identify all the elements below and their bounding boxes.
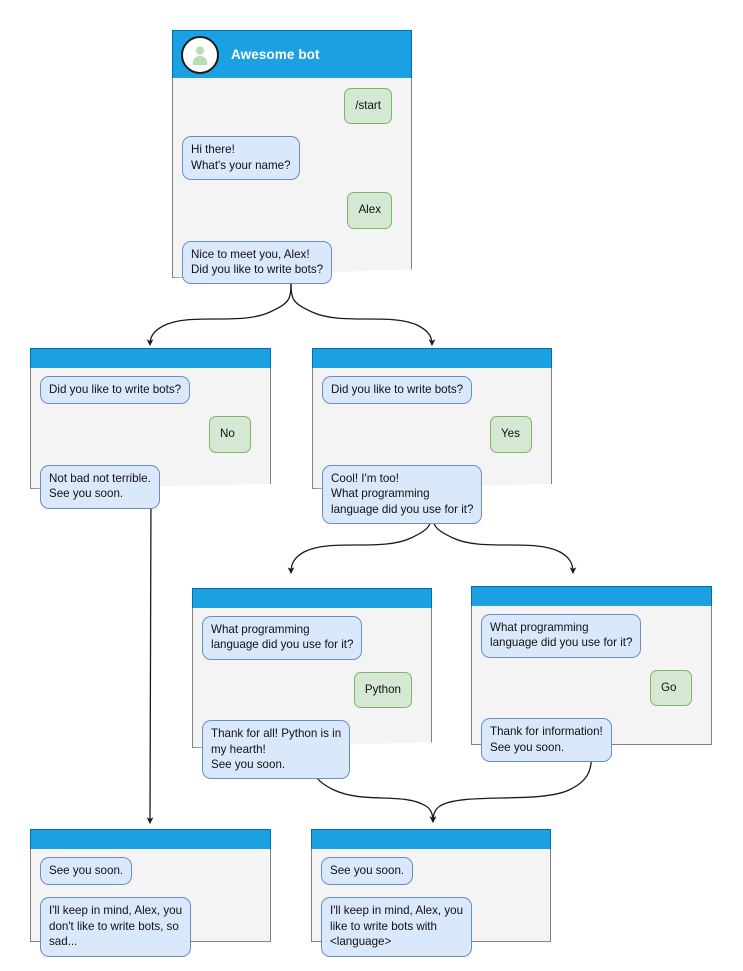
chat-node-root[interactable]: Awesome bot /start Hi there! What's your… (172, 30, 412, 285)
message-row: /start (182, 88, 402, 125)
user-message-bubble: /start (344, 88, 392, 125)
message-row: Cool! I'm too! What programming language… (322, 464, 542, 525)
node-content: Awesome bot /start Hi there! What's your… (172, 30, 412, 285)
message-row: I'll keep in mind, Alex, you like to wri… (321, 897, 541, 957)
message-row: See you soon. (40, 857, 261, 886)
edge-root-to-yes (290, 276, 436, 347)
user-message-bubble: No (209, 416, 251, 453)
chat-body: See you soon. I'll keep in mind, Alex, y… (311, 849, 551, 957)
prompt-message-bubble: Did you like to write bots? (322, 376, 473, 405)
user-avatar-icon (181, 35, 219, 74)
node-header-bar (30, 829, 271, 849)
user-message-bubble: Yes (490, 416, 532, 453)
user-message-bubble: Go (650, 669, 692, 707)
node-content: Did you like to write bots? Yes Cool! I'… (312, 348, 552, 525)
chat-node-end-no[interactable]: See you soon. I'll keep in mind, Alex, y… (30, 829, 271, 957)
bot-message-bubble: Nice to meet you, Alex! Did you like to … (182, 240, 333, 285)
node-header-bar (311, 829, 551, 849)
chat-body: /start Hi there! What's your name? Alex … (172, 78, 412, 285)
bot-message-bubble: Hi there! What's your name? (182, 136, 300, 181)
node-content: What programming language did you use fo… (471, 586, 712, 763)
chat-node-go-branch[interactable]: What programming language did you use fo… (471, 586, 712, 763)
node-header-bar (312, 348, 552, 368)
edge-root-to-no (146, 276, 292, 347)
message-row: Alex (182, 192, 402, 229)
node-content: See you soon. I'll keep in mind, Alex, y… (30, 829, 271, 957)
chat-node-no-branch[interactable]: Did you like to write bots? No Not bad n… (30, 348, 271, 509)
bot-message-bubble: I'll keep in mind, Alex, you like to wri… (321, 897, 473, 957)
prompt-message-bubble: See you soon. (321, 857, 414, 886)
edge-no-to-end (146, 489, 154, 825)
bot-message-bubble: Cool! I'm too! What programming language… (322, 464, 483, 525)
chat-node-yes-branch[interactable]: Did you like to write bots? Yes Cool! I'… (312, 348, 552, 525)
chat-body: What programming language did you use fo… (471, 606, 712, 763)
message-row: Did you like to write bots? (322, 376, 542, 405)
message-row: I'll keep in mind, Alex, you don't like … (40, 897, 261, 957)
prompt-message-bubble: See you soon. (40, 857, 133, 886)
chat-body: What programming language did you use fo… (192, 608, 432, 780)
message-row: Not bad not terrible. See you soon. (40, 464, 261, 509)
message-row: See you soon. (321, 857, 541, 886)
message-row: Python (202, 671, 422, 709)
message-row: Go (481, 669, 702, 707)
message-row: Yes (322, 416, 542, 453)
message-row: Did you like to write bots? (40, 376, 261, 405)
message-row: What programming language did you use fo… (481, 614, 702, 658)
message-row: What programming language did you use fo… (202, 616, 422, 660)
bot-message-bubble: Thank for information! See you soon. (481, 718, 612, 763)
chat-body: See you soon. I'll keep in mind, Alex, y… (30, 849, 271, 957)
message-row: Hi there! What's your name? (182, 136, 402, 181)
message-row: Nice to meet you, Alex! Did you like to … (182, 240, 402, 285)
node-header-bar (471, 586, 712, 606)
message-row: Thank for information! See you soon. (481, 718, 702, 763)
node-header-bar: Awesome bot (172, 30, 412, 78)
chat-node-python-branch[interactable]: What programming language did you use fo… (192, 588, 432, 780)
message-row: Thank for all! Python is in my hearth! S… (202, 720, 422, 780)
node-header-bar (30, 348, 271, 368)
bot-message-bubble: I'll keep in mind, Alex, you don't like … (40, 897, 192, 957)
node-title: Awesome bot (231, 47, 320, 62)
user-message-bubble: Alex (347, 192, 392, 229)
chat-body: Did you like to write bots? Yes Cool! I'… (312, 368, 552, 525)
bot-message-bubble: Not bad not terrible. See you soon. (40, 464, 160, 509)
prompt-message-bubble: What programming language did you use fo… (481, 614, 642, 658)
node-content: What programming language did you use fo… (192, 588, 432, 780)
node-header-bar (192, 588, 432, 608)
prompt-message-bubble: What programming language did you use fo… (202, 616, 363, 660)
message-row: No (40, 416, 261, 453)
bot-message-bubble: Thank for all! Python is in my hearth! S… (202, 720, 351, 780)
chat-node-end-yes[interactable]: See you soon. I'll keep in mind, Alex, y… (311, 829, 551, 957)
user-message-bubble: Python (353, 671, 412, 709)
node-content: See you soon. I'll keep in mind, Alex, y… (311, 829, 551, 957)
chat-body: Did you like to write bots? No Not bad n… (30, 368, 271, 509)
prompt-message-bubble: Did you like to write bots? (40, 376, 191, 405)
node-content: Did you like to write bots? No Not bad n… (30, 348, 271, 509)
